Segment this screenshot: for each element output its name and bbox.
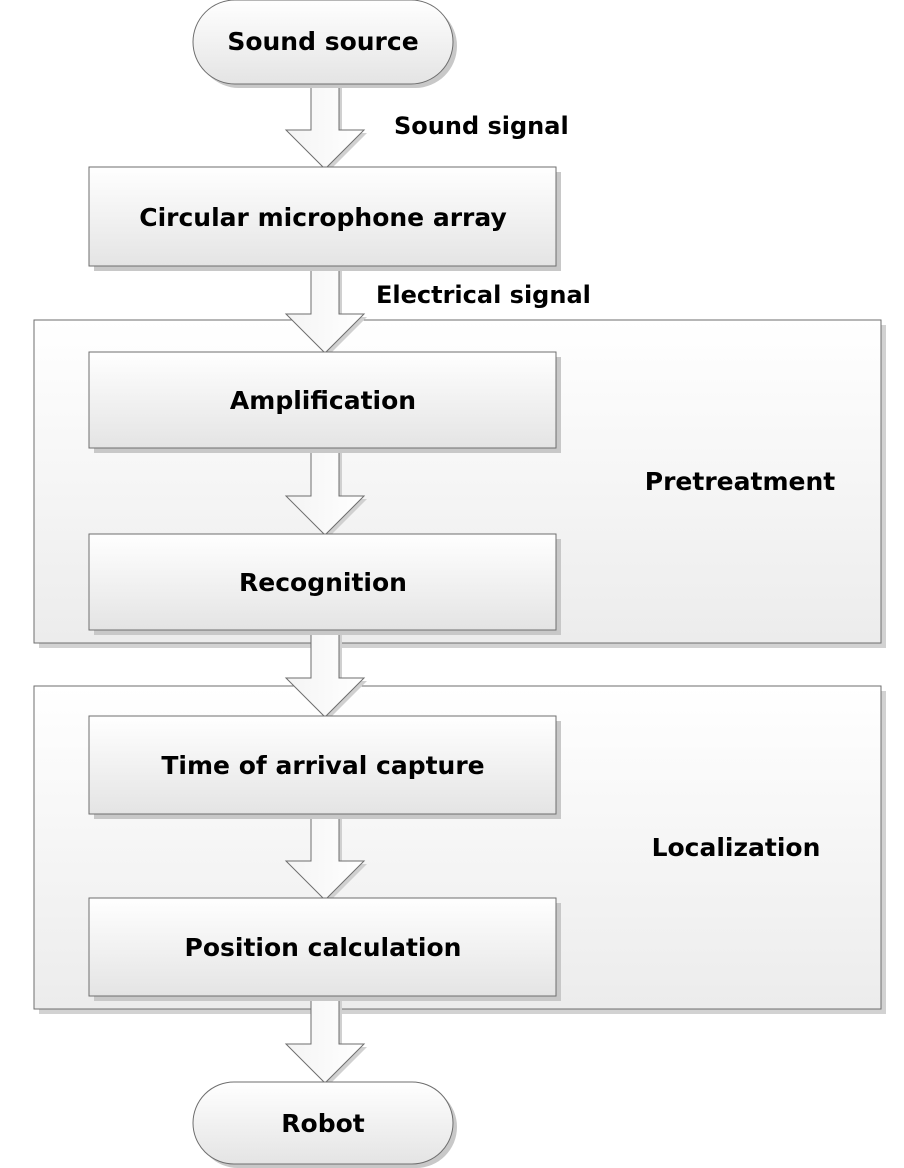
sound-source-node: Sound source (192, 0, 457, 88)
sound-signal-label: Sound signal (394, 112, 569, 140)
mic-array-node: Circular microphone array (88, 166, 561, 271)
position-calc-label: Position calculation (185, 933, 462, 962)
pretreatment-label: Pretreatment (645, 467, 835, 496)
arrow-position-to-robot (284, 995, 367, 1086)
arrow-toa-to-position (284, 813, 367, 903)
localization-label: Localization (652, 833, 821, 862)
electrical-signal-label: Electrical signal (376, 281, 591, 309)
arrow-mic-to-amplification (284, 265, 367, 356)
robot-label: Robot (281, 1109, 364, 1138)
position-calc-node: Position calculation (88, 897, 561, 1001)
arrow-recognition-to-toa (284, 629, 367, 720)
toa-capture-node: Time of arrival capture (88, 715, 561, 819)
robot-node: Robot (192, 1081, 457, 1168)
arrow-amplification-to-recognition (284, 447, 367, 538)
arrow-source-to-mic (284, 83, 367, 172)
recognition-node: Recognition (88, 533, 561, 635)
mic-array-label: Circular microphone array (139, 203, 507, 232)
amplification-label: Amplification (230, 386, 416, 415)
amplification-node: Amplification (88, 351, 561, 453)
recognition-label: Recognition (239, 568, 407, 597)
toa-capture-label: Time of arrival capture (161, 751, 484, 780)
sound-source-label: Sound source (227, 27, 418, 56)
